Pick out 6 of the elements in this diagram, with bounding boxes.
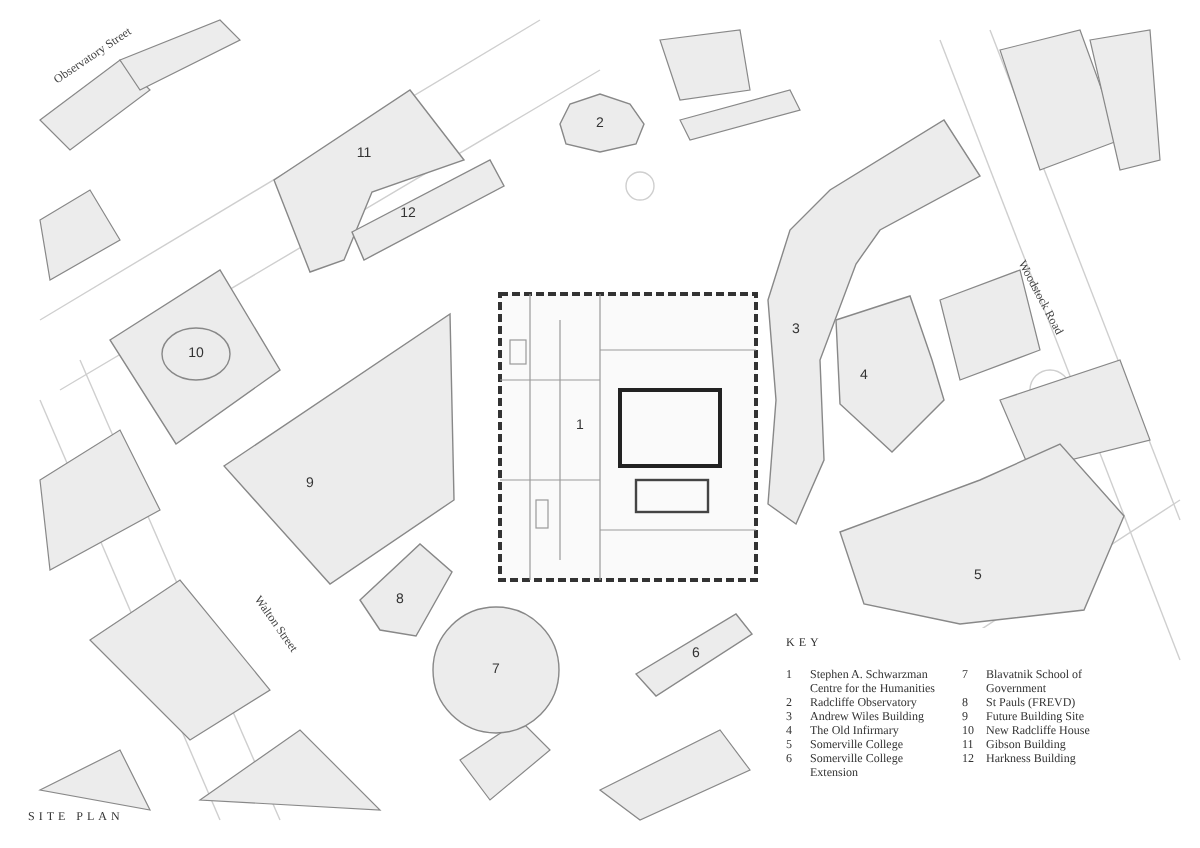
building [560, 94, 644, 152]
building [360, 544, 452, 636]
building [836, 296, 944, 452]
building [636, 614, 752, 696]
building [110, 270, 280, 444]
building [352, 160, 504, 260]
